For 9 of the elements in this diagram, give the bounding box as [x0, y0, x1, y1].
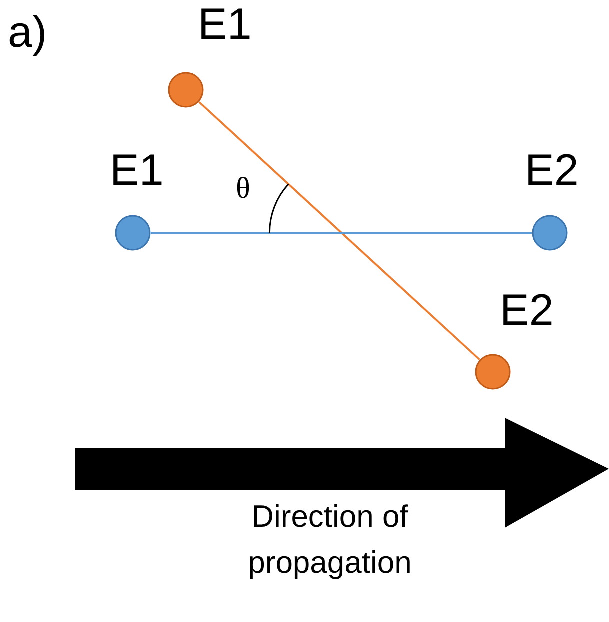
angle-label: θ — [236, 172, 250, 206]
node-label: E1 — [198, 0, 252, 50]
connector-line — [198, 101, 480, 361]
panel-label: a) — [8, 8, 48, 58]
connector-line — [151, 232, 532, 234]
node-label: E1 — [110, 146, 164, 196]
caption-text: Direction of propagation — [247, 498, 413, 582]
node-label: E2 — [500, 286, 554, 336]
node-label: E2 — [525, 146, 579, 196]
